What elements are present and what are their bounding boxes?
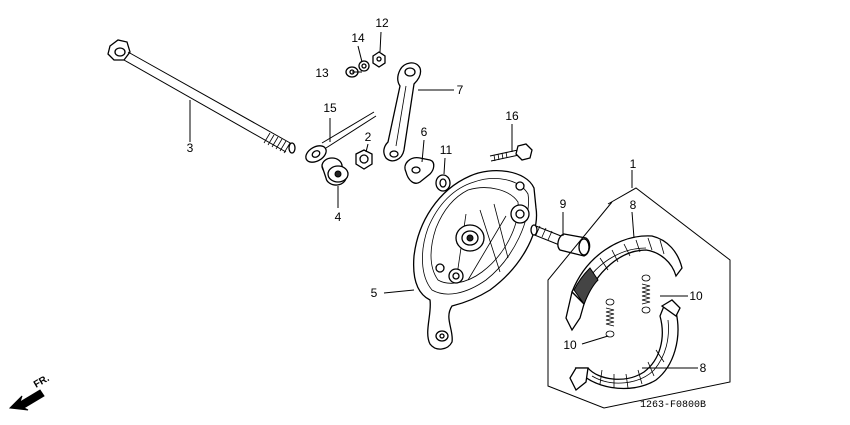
callout-15: 15 <box>323 101 337 115</box>
callout-9: 9 <box>560 197 567 211</box>
brake-shoe-lower <box>569 299 681 392</box>
seal-11 <box>435 174 451 192</box>
callout-12: 12 <box>375 16 389 30</box>
axle-bolt <box>107 39 296 154</box>
callout-7: 7 <box>457 83 464 97</box>
callout-8-upper: 8 <box>630 198 637 212</box>
callout-1: 1 <box>630 157 637 171</box>
direction-label: FR. <box>32 373 52 391</box>
callout-4: 4 <box>335 210 342 224</box>
assembly-box <box>547 187 731 409</box>
callout-8-lower: 8 <box>700 361 707 375</box>
callout-16: 16 <box>505 109 519 123</box>
washer-14 <box>358 60 370 72</box>
brake-shoe-upper <box>565 235 683 332</box>
callout-6: 6 <box>421 125 428 139</box>
drawing-code: 1263-F0800B <box>640 400 706 411</box>
callout-2: 2 <box>365 130 372 144</box>
callout-10-right: 10 <box>689 289 703 303</box>
wear-indicator <box>404 157 435 184</box>
nut-2 <box>355 149 373 170</box>
callout-11: 11 <box>440 143 453 157</box>
nut-12 <box>372 51 386 68</box>
spring-left <box>605 298 615 338</box>
front-direction-arrow-icon <box>8 389 45 411</box>
collar <box>321 157 349 186</box>
brake-panel <box>412 170 538 350</box>
brake-arm <box>383 62 422 162</box>
callout-14: 14 <box>351 31 365 45</box>
callout-5: 5 <box>371 286 378 300</box>
callout-13: 13 <box>315 66 329 80</box>
brake-rod <box>305 111 377 163</box>
leader-lines <box>189 31 698 369</box>
spring-right <box>641 274 651 314</box>
callout-3: 3 <box>187 141 194 155</box>
callout-10-left: 10 <box>563 338 577 352</box>
bolt-16 <box>489 143 533 162</box>
